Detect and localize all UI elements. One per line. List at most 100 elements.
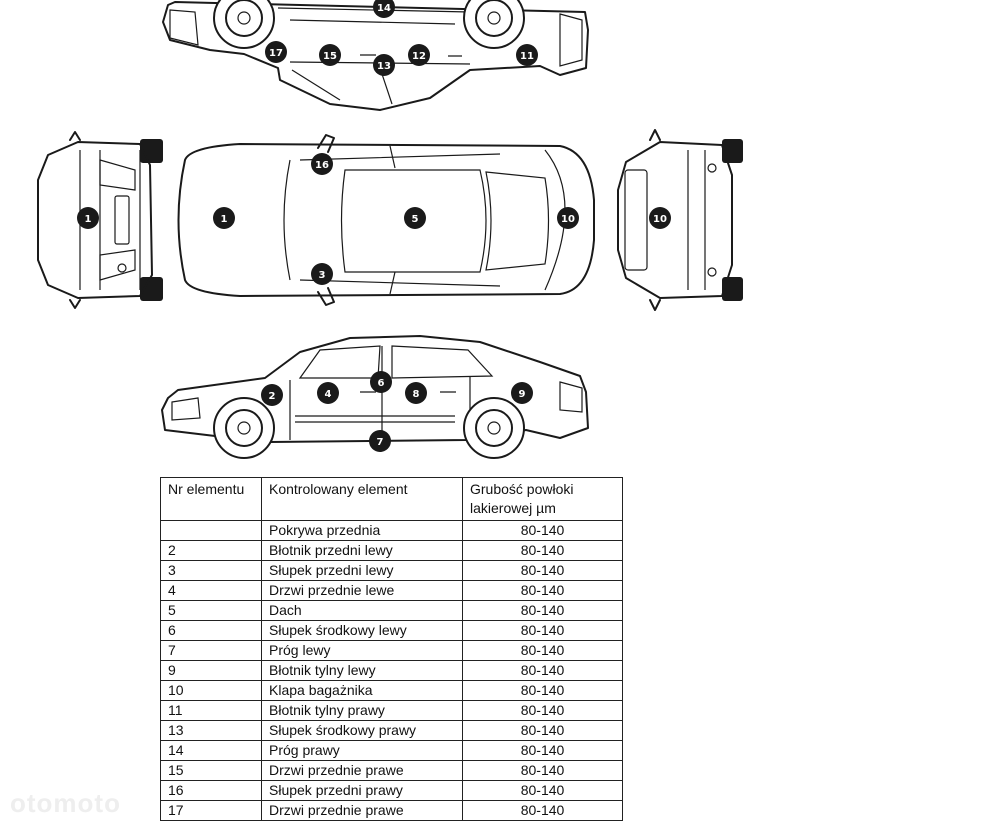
left-side-view: [161, 335, 589, 459]
cell-nr: 15: [160, 760, 262, 781]
marker-3: 3: [311, 263, 333, 285]
paint-thickness-table: Nr elementu Kontrolowany element Grubość…: [160, 477, 623, 821]
cell-element: Błotnik przedni lewy: [261, 540, 463, 561]
cell-element: Słupek przedni lewy: [261, 560, 463, 581]
cell-nr: 11: [160, 700, 262, 721]
cell-element: Drzwi przednie prawe: [261, 800, 463, 821]
marker-3-label: 3: [319, 270, 326, 281]
marker-8-label: 8: [413, 389, 420, 400]
marker-12-label: 12: [412, 51, 426, 62]
watermark: otomoto: [10, 788, 121, 818]
cell-nr: 14: [160, 740, 262, 761]
cell-value: 80-140: [462, 760, 623, 781]
cell-nr: 4: [160, 580, 262, 601]
marker-10-top-label: 10: [561, 214, 575, 225]
cell-value: 80-140: [462, 560, 623, 581]
marker-12: 12: [408, 44, 430, 66]
cell-value: 80-140: [462, 660, 623, 681]
marker-14: 14: [373, 0, 395, 18]
cell-nr: 13: [160, 720, 262, 741]
cell-nr: 6: [160, 620, 262, 641]
marker-10-top: 10: [557, 207, 579, 229]
cell-element: Błotnik tylny lewy: [261, 660, 463, 681]
cell-value: 80-140: [462, 540, 623, 561]
cell-value: 80-140: [462, 740, 623, 761]
marker-16-label: 16: [315, 160, 329, 171]
cell-value: 80-140: [462, 680, 623, 701]
marker-7-label: 7: [377, 437, 384, 448]
header-nr: Nr elementu: [160, 477, 262, 521]
header-thickness-line2: lakierowej µm: [470, 500, 556, 516]
car-inspection-diagram: 14 17 15 12 13 11 16 1 1 5 10 10 3 6 2 4…: [37, 0, 743, 459]
marker-1-top: 1: [213, 207, 235, 229]
marker-4-label: 4: [325, 389, 332, 400]
cell-nr: 10: [160, 680, 262, 701]
cell-nr: 5: [160, 600, 262, 621]
cell-element: Próg prawy: [261, 740, 463, 761]
marker-1-top-label: 1: [221, 214, 228, 225]
cell-nr: 3: [160, 560, 262, 581]
marker-15-label: 15: [323, 51, 337, 62]
marker-6: 6: [370, 371, 392, 393]
header-thickness-line1: Grubość powłoki: [470, 481, 574, 497]
cell-value: 80-140: [462, 700, 623, 721]
marker-8: 8: [405, 382, 427, 404]
top-view: [177, 134, 595, 306]
marker-10-rear: 10: [649, 207, 671, 229]
cell-element: Drzwi przednie prawe: [261, 760, 463, 781]
marker-4: 4: [317, 382, 339, 404]
marker-9-label: 9: [519, 389, 526, 400]
cell-value: 80-140: [462, 780, 623, 801]
marker-14-label: 14: [377, 3, 391, 14]
marker-5-label: 5: [412, 214, 419, 225]
cell-element: Dach: [261, 600, 463, 621]
cell-value: 80-140: [462, 800, 623, 821]
cell-value: 80-140: [462, 640, 623, 661]
cell-element: Słupek przedni prawy: [261, 780, 463, 801]
marker-5: 5: [404, 207, 426, 229]
cell-value: 80-140: [462, 620, 623, 641]
marker-17-label: 17: [269, 48, 283, 59]
marker-16: 16: [311, 153, 333, 175]
cell-element: Błotnik tylny prawy: [261, 700, 463, 721]
marker-15: 15: [319, 44, 341, 66]
cell-value: 80-140: [462, 580, 623, 601]
marker-2-label: 2: [269, 391, 276, 402]
cell-nr: 17: [160, 800, 262, 821]
marker-6-label: 6: [378, 378, 385, 389]
marker-11-label: 11: [520, 51, 534, 62]
cell-nr: 9: [160, 660, 262, 681]
front-view: [37, 131, 163, 309]
header-element: Kontrolowany element: [261, 477, 463, 521]
cell-value: 80-140: [462, 720, 623, 741]
marker-13-label: 13: [377, 61, 391, 72]
cell-element: Drzwi przednie lewe: [261, 580, 463, 601]
marker-1-front-label: 1: [85, 214, 92, 225]
marker-9: 9: [511, 382, 533, 404]
table-header-row: Nr elementu Kontrolowany element Grubość…: [160, 477, 623, 521]
marker-17: 17: [265, 41, 287, 63]
cell-nr: 16: [160, 780, 262, 801]
cell-element: Pokrywa przednia: [261, 520, 463, 541]
cell-nr: 7: [160, 640, 262, 661]
cell-value: 80-140: [462, 600, 623, 621]
cell-element: Słupek środkowy prawy: [261, 720, 463, 741]
rear-view: [617, 129, 743, 311]
cell-element: Klapa bagażnika: [261, 680, 463, 701]
cell-element: Słupek środkowy lewy: [261, 620, 463, 641]
marker-2: 2: [261, 384, 283, 406]
marker-10-rear-label: 10: [653, 214, 667, 225]
